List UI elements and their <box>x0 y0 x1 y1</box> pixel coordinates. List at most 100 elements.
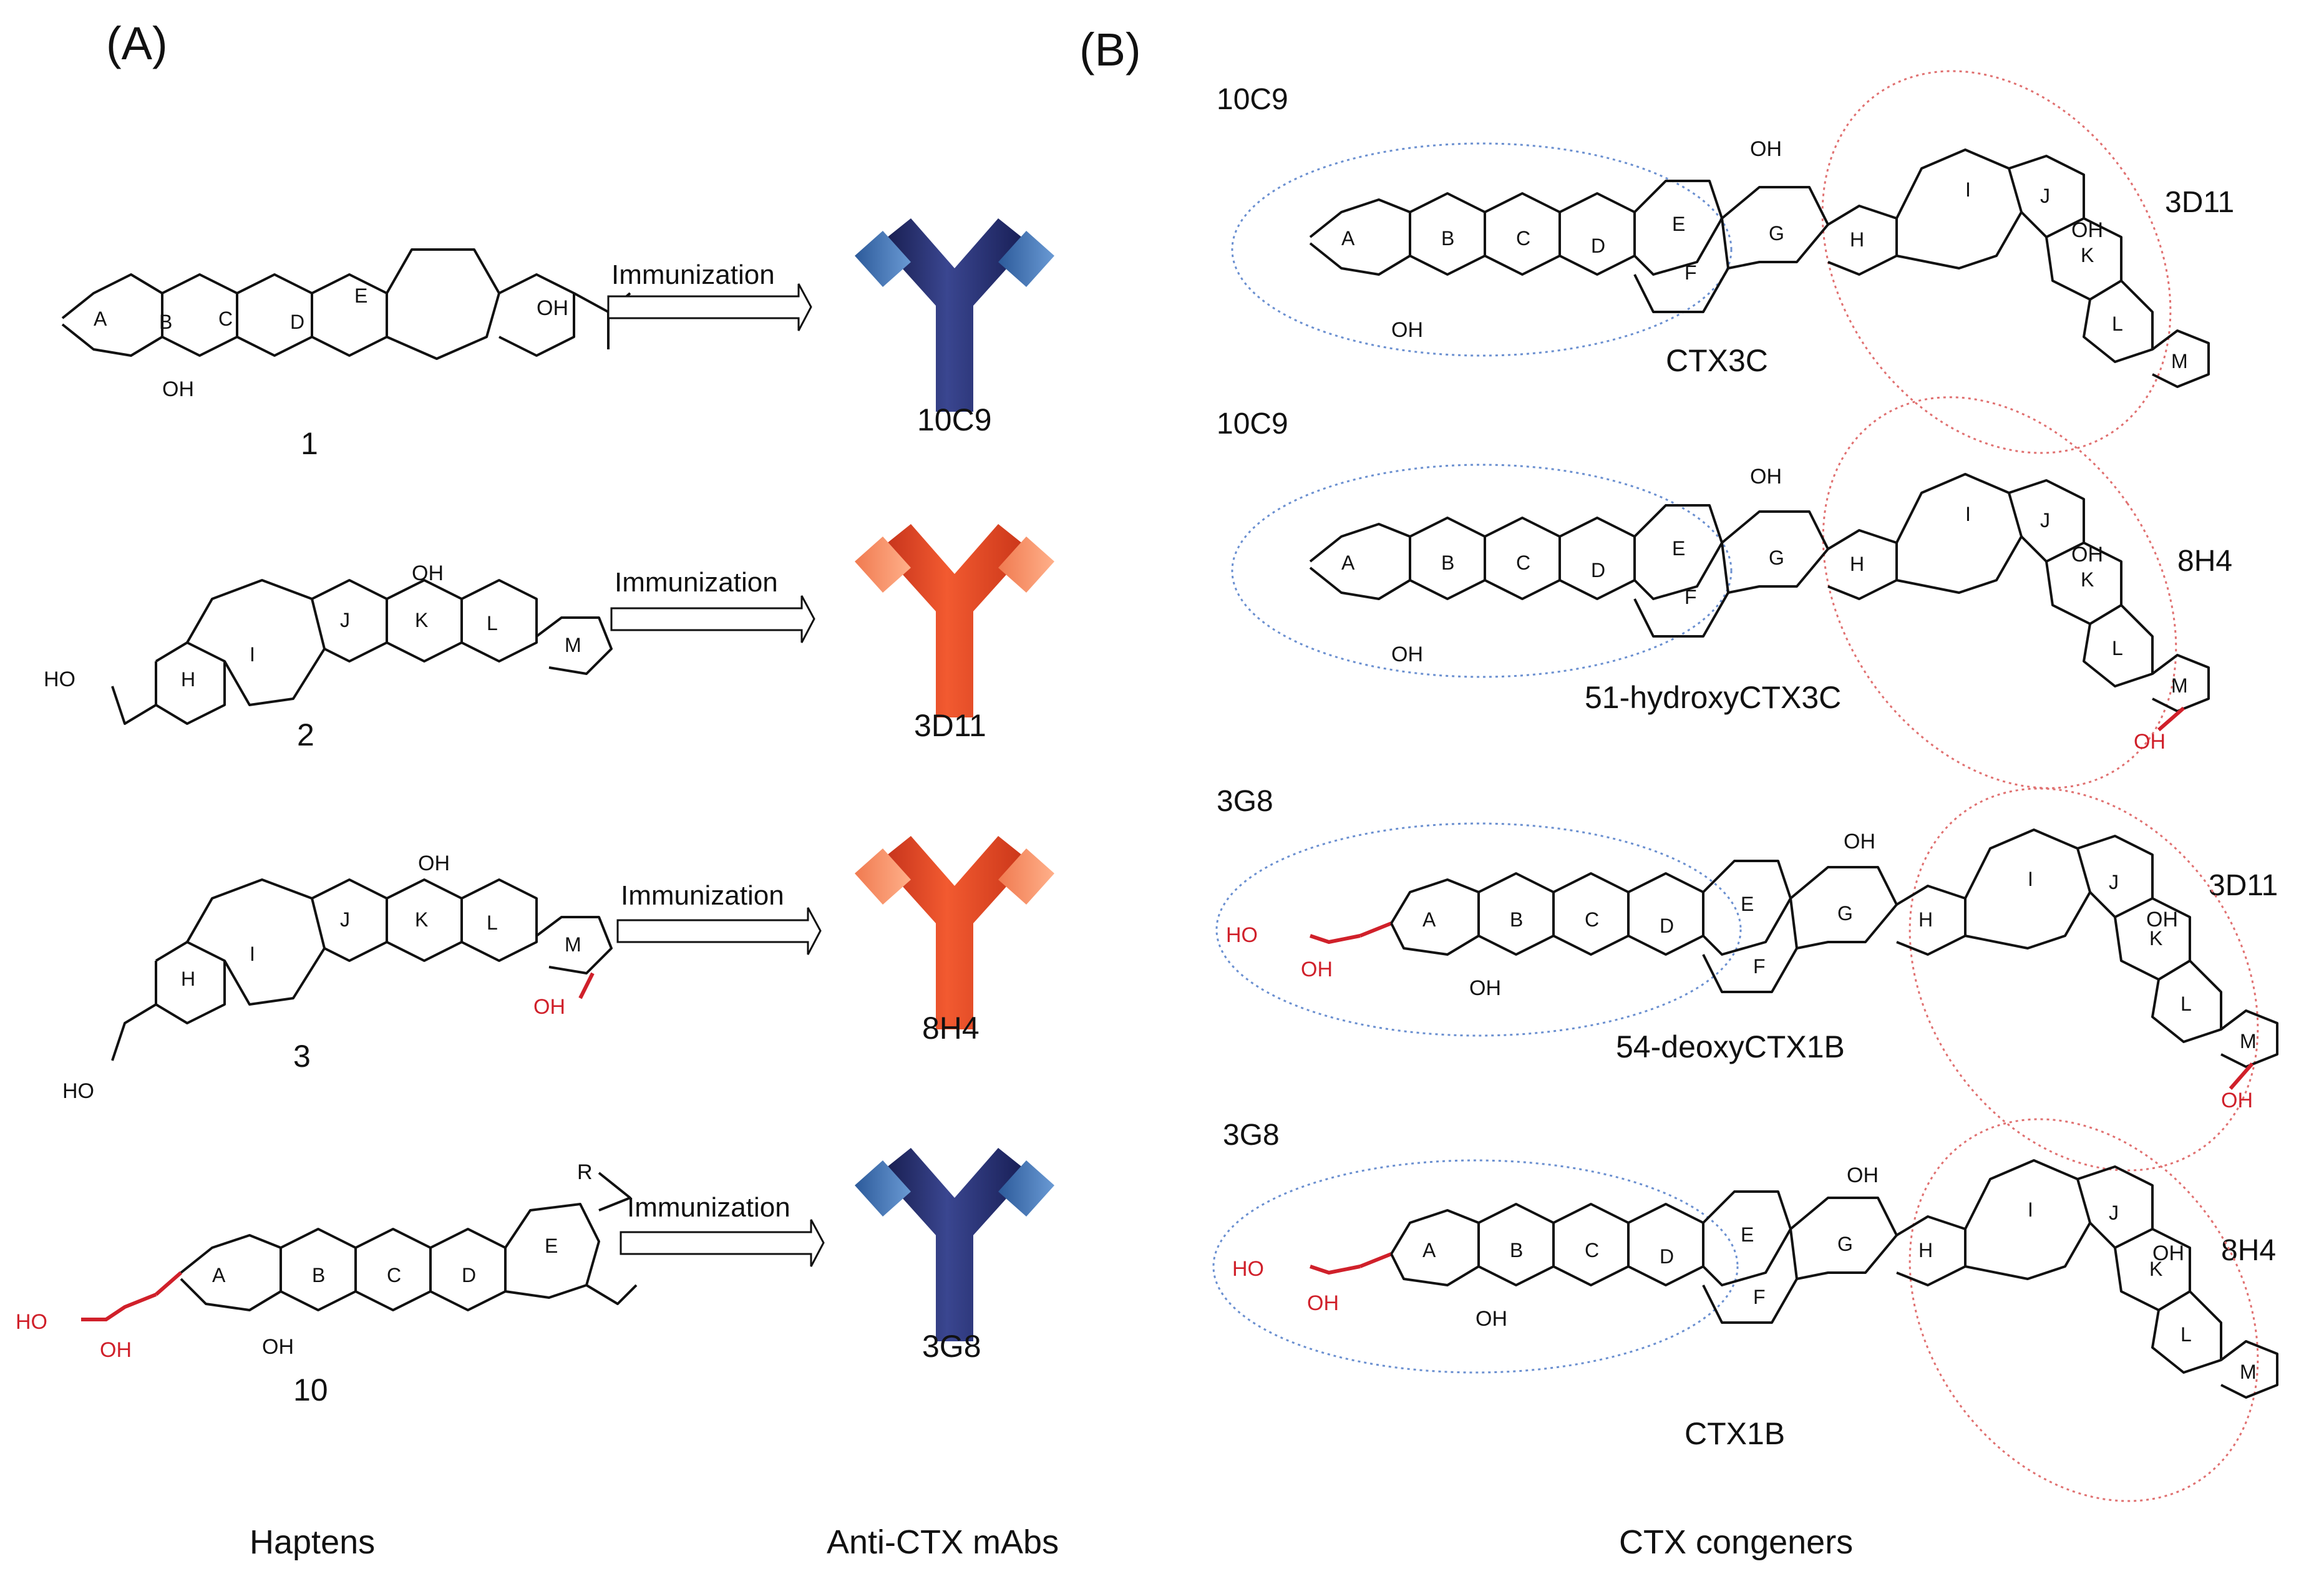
congener-51-hydroxyctx3c-ring-f: F <box>1685 586 1697 608</box>
congener-51-hydroxyctx3c-red-ellipse <box>1822 396 2177 789</box>
hapten-2-ring-m: M <box>565 634 581 656</box>
congener-51-hydroxyctx3c-right-mab: 8H4 <box>2177 545 2232 578</box>
congener-54-deoxyctx1b-red-oh-1: OH <box>1301 958 1333 981</box>
congener-ctx1b-red-ellipse <box>1908 1118 2259 1502</box>
hapten-2-oh: OH <box>412 561 444 585</box>
hapten-3-ring-k: K <box>415 908 428 931</box>
hapten-3-ring-m: M <box>565 933 581 956</box>
congener-51-hydroxyctx3c-structure <box>1309 473 2210 732</box>
hapten-1-ring-a: A <box>94 308 107 330</box>
antibody-8h4-icon <box>855 836 1054 1029</box>
footer-haptens: Haptens <box>250 1523 375 1561</box>
congener-ctx1b-ring-d: D <box>1660 1245 1674 1268</box>
congener-51-hydroxyctx3c-ring-g: G <box>1769 547 1784 569</box>
congener-54-deoxyctx1b-ring-j: J <box>2109 871 2119 893</box>
hapten-1-ring-b: B <box>159 311 172 333</box>
congener-ctx1b-oh-2: OH <box>1847 1164 1879 1187</box>
congener-54-deoxyctx1b-red-oh-2: OH <box>2221 1089 2253 1112</box>
immunization-label-4: Immunization <box>627 1192 790 1223</box>
congener-ctx3c-name: CTX3C <box>1666 343 1768 378</box>
congener-51-hydroxyctx3c: 10C9 8H4 A B C D E F G H I J K <box>1217 396 2232 789</box>
hapten-10-ring-b: B <box>312 1264 325 1286</box>
congener-ctx3c-ring-j: J <box>2040 185 2050 207</box>
congener-ctx3c-ring-i: I <box>1965 178 1971 201</box>
hapten-2-ring-i: I <box>250 643 255 666</box>
congener-ctx1b-ring-a: A <box>1422 1239 1436 1261</box>
congener-ctx1b-blue-ellipse <box>1212 1159 1739 1374</box>
hapten-1-structure <box>61 248 631 360</box>
congener-ctx3c-ring-c: C <box>1516 227 1530 250</box>
congener-ctx1b-structure <box>1310 1159 2278 1399</box>
congener-54-deoxyctx1b-red-ho: HO <box>1226 923 1258 947</box>
congener-ctx1b-ring-k: K <box>2149 1258 2162 1280</box>
hapten-1-ring-c: C <box>218 308 233 330</box>
hapten-10-ring-e: E <box>545 1235 558 1257</box>
hapten-3-oh: OH <box>418 852 450 875</box>
congener-ctx3c-oh-1: OH <box>1391 318 1423 342</box>
immunization-label-1: Immunization <box>611 260 775 290</box>
congener-54-deoxyctx1b-structure <box>1310 828 2278 1090</box>
hapten-10-red-ho: HO <box>16 1310 47 1334</box>
hapten-10-oh: OH <box>262 1335 294 1359</box>
congener-ctx1b-ring-f: F <box>1753 1286 1766 1308</box>
congener-54-deoxyctx1b-ring-e: E <box>1741 893 1754 915</box>
congener-51-hydroxyctx3c-ring-h: H <box>1850 553 1864 575</box>
congener-ctx3c-ring-k: K <box>2081 244 2094 266</box>
hapten-10-number: 10 <box>293 1373 328 1407</box>
congener-54-deoxyctx1b-right-mab: 3D11 <box>2209 869 2278 902</box>
congener-ctx1b-right-mab: 8H4 <box>2221 1234 2276 1267</box>
congener-ctx1b-ring-c: C <box>1585 1239 1599 1261</box>
hapten-10-red-oh: OH <box>100 1338 132 1362</box>
congener-51-hydroxyctx3c-left-mab: 10C9 <box>1217 407 1288 440</box>
panel-label-a: (A) <box>106 17 168 69</box>
congener-ctx1b: 3G8 8H4 A B C D E F G H I J <box>1212 1118 2278 1502</box>
congener-ctx3c-ring-d: D <box>1591 235 1605 257</box>
congener-ctx3c-oh-2: OH <box>1750 137 1782 161</box>
congener-54-deoxyctx1b-ring-a: A <box>1422 908 1436 931</box>
antibody-3g8-label: 3G8 <box>922 1329 981 1364</box>
congener-ctx3c-ring-l: L <box>2112 313 2123 335</box>
hapten-3-ring-j: J <box>340 908 350 931</box>
hapten-3-ring-l: L <box>487 911 498 934</box>
antibody-3g8-icon <box>855 1148 1054 1341</box>
immunization-label-3: Immunization <box>621 880 784 911</box>
congener-ctx3c-ring-b: B <box>1441 227 1454 250</box>
congener-54-deoxyctx1b-name: 54-deoxyCTX1B <box>1616 1029 1845 1064</box>
hapten-10-ring-d: D <box>462 1264 476 1286</box>
congener-51-hydroxyctx3c-oh-1: OH <box>1391 643 1423 666</box>
congener-54-deoxyctx1b-blue-ellipse <box>1215 822 1742 1037</box>
hapten-2-acid-ho: HO <box>44 668 75 691</box>
congener-54-deoxyctx1b-red-ellipse <box>1908 787 2259 1172</box>
congener-54-deoxyctx1b-oh-3: OH <box>2146 908 2178 931</box>
congener-51-hydroxyctx3c-ring-c: C <box>1516 551 1530 574</box>
hapten-10-r: R <box>577 1160 593 1184</box>
congener-54-deoxyctx1b-ring-d: D <box>1660 915 1674 937</box>
hapten-2-ring-h: H <box>181 668 195 691</box>
antibody-10c9-label: 10C9 <box>917 402 992 437</box>
congener-51-hydroxyctx3c-ring-b: B <box>1441 551 1454 574</box>
footer-mabs: Anti-CTX mAbs <box>827 1523 1059 1561</box>
congener-54-deoxyctx1b-oh-1: OH <box>1469 976 1501 1000</box>
congener-ctx1b-ring-l: L <box>2181 1323 2192 1346</box>
congener-51-hydroxyctx3c-ring-e: E <box>1672 537 1685 560</box>
congener-ctx3c-right-mab: 3D11 <box>2165 186 2234 219</box>
congener-ctx3c: 10C9 3D11 A B C D E F G H I J K L <box>1217 70 2234 454</box>
congener-54-deoxyctx1b-ring-l: L <box>2181 993 2192 1015</box>
hapten-1-ring-d: D <box>290 311 304 333</box>
congener-51-hydroxyctx3c-name: 51-hydroxyCTX3C <box>1585 680 1841 715</box>
hapten-1-oh: OH <box>162 377 194 401</box>
congener-ctx3c-ring-e: E <box>1672 213 1685 235</box>
congener-ctx1b-red-ho: HO <box>1232 1257 1264 1281</box>
congener-54-deoxyctx1b-ring-c: C <box>1585 908 1599 931</box>
congener-51-hydroxyctx3c-ring-m: M <box>2171 674 2188 697</box>
congener-ctx1b-ring-e: E <box>1741 1223 1754 1246</box>
immunization-arrow-3: Immunization <box>616 880 822 955</box>
hapten-2-ring-j: J <box>340 609 350 631</box>
congener-51-hydroxyctx3c-ring-d: D <box>1591 559 1605 581</box>
antibody-8h4-label: 8H4 <box>922 1011 980 1046</box>
congener-51-hydroxyctx3c-red-oh: OH <box>2134 730 2166 754</box>
hapten-2-ring-k: K <box>415 609 428 631</box>
congener-51-hydroxyctx3c-blue-ellipse <box>1231 464 1733 678</box>
congener-51-hydroxyctx3c-oh-2: OH <box>1750 465 1782 488</box>
panel-label-b: (B) <box>1079 24 1141 75</box>
